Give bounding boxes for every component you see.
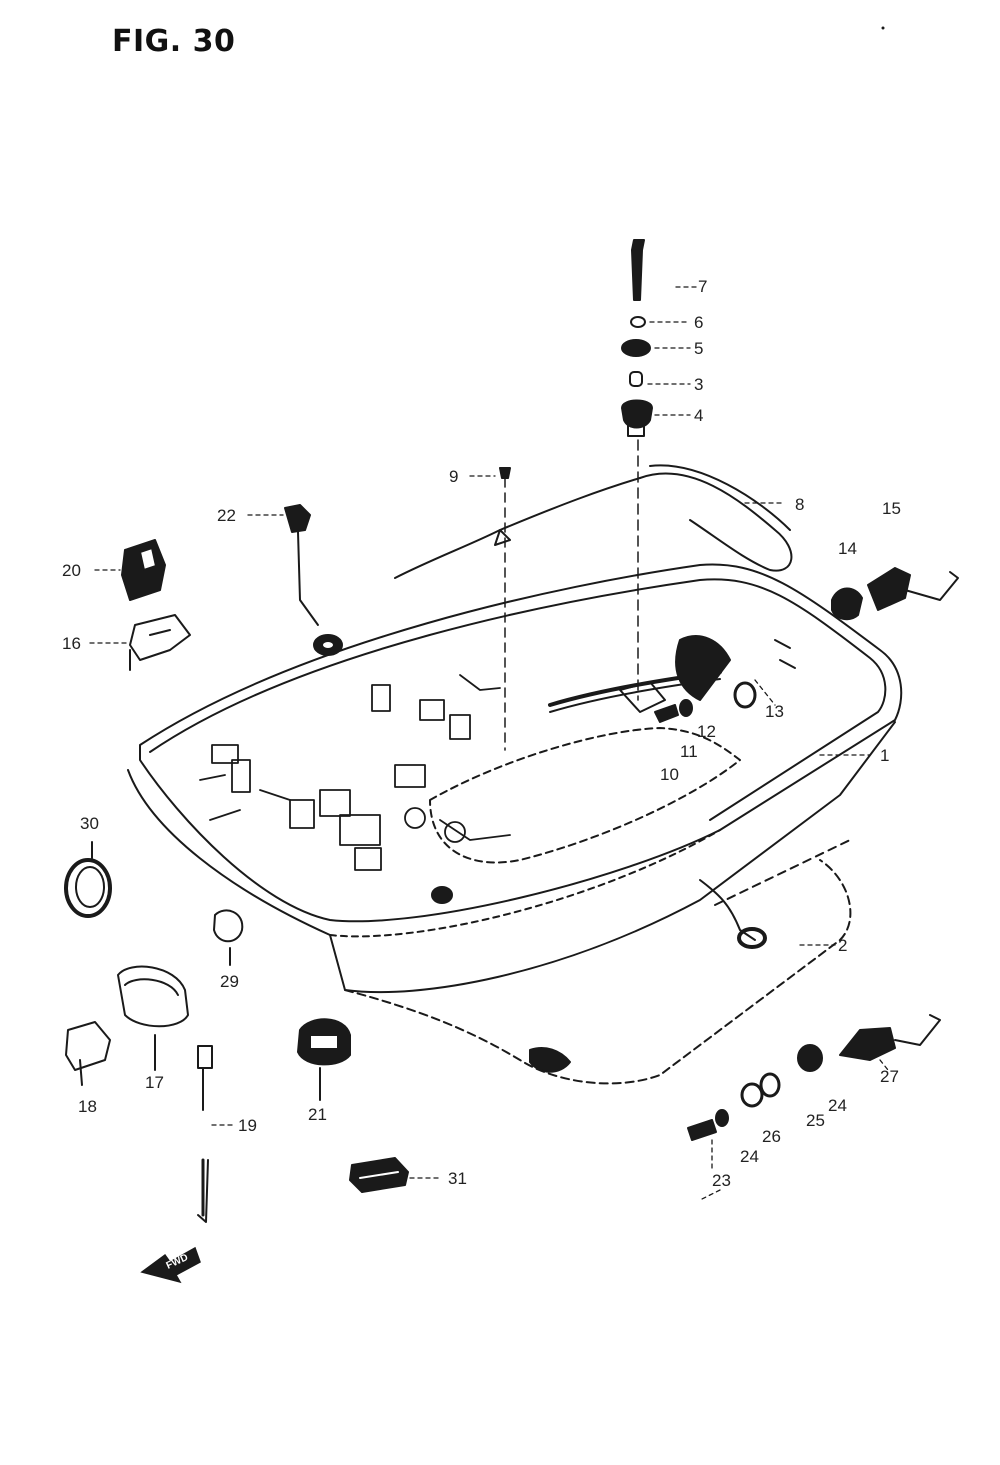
- callout-8: 8: [795, 495, 805, 514]
- fittings-parts-14-15: [831, 567, 959, 621]
- callout-6: 6: [694, 313, 704, 332]
- pad-part-31: [349, 1157, 409, 1193]
- callout-24b: 24: [740, 1147, 759, 1166]
- callout-22: 22: [217, 506, 236, 525]
- leader-lines: [89, 286, 889, 1201]
- callout-31: 31: [448, 1169, 467, 1188]
- callout-10: 10: [660, 765, 679, 784]
- link-part-22: [284, 504, 343, 656]
- callout-30: 30: [80, 814, 99, 833]
- callout-23: 23: [712, 1171, 731, 1190]
- callout-15: 15: [882, 499, 901, 518]
- cap-part-30: [64, 841, 112, 918]
- callout-5: 5: [694, 339, 704, 358]
- callout-29: 29: [220, 972, 239, 991]
- speck: [881, 26, 885, 30]
- callout-4: 4: [694, 406, 704, 425]
- callout-18: 18: [78, 1097, 97, 1116]
- callout-26: 26: [762, 1127, 781, 1146]
- callout-11: 11: [680, 742, 698, 761]
- callout-21: 21: [308, 1105, 327, 1124]
- callout-14: 14: [838, 539, 857, 558]
- internal-fittings: [199, 674, 511, 871]
- fitting-parts-10-13: [654, 635, 796, 723]
- callout-9: 9: [449, 467, 459, 486]
- forward-direction-arrow: FWD: [140, 1246, 201, 1284]
- plug-part-29: [213, 909, 244, 966]
- callout-25: 25: [806, 1111, 825, 1130]
- screw-part-9: [499, 467, 511, 751]
- callout-16: 16: [62, 634, 81, 653]
- figure-title: FIG. 30: [112, 24, 236, 59]
- callout-12: 12: [697, 722, 716, 741]
- callout-17: 17: [145, 1073, 164, 1092]
- vertical-part-stack: [619, 239, 666, 713]
- callout-1: 1: [880, 746, 890, 765]
- rail-part-8: [394, 464, 793, 713]
- grommet-part-21: [297, 1018, 351, 1101]
- callout-2: 2: [838, 936, 848, 955]
- callout-27: 27: [880, 1067, 899, 1086]
- callout-19: 19: [238, 1116, 257, 1135]
- cable-fittings-parts-23-27: [687, 1014, 941, 1141]
- clips-parts-16-20: [121, 539, 191, 671]
- callout-3: 3: [694, 375, 704, 394]
- callout-7: 7: [698, 277, 708, 296]
- callout-20: 20: [62, 561, 81, 580]
- lower-cover-part-1: [127, 563, 903, 1085]
- rod-part-19: [197, 1045, 213, 1223]
- boot-parts-17-18: [65, 965, 189, 1086]
- callout-24a: 24: [828, 1096, 847, 1115]
- callout-13: 13: [765, 702, 784, 721]
